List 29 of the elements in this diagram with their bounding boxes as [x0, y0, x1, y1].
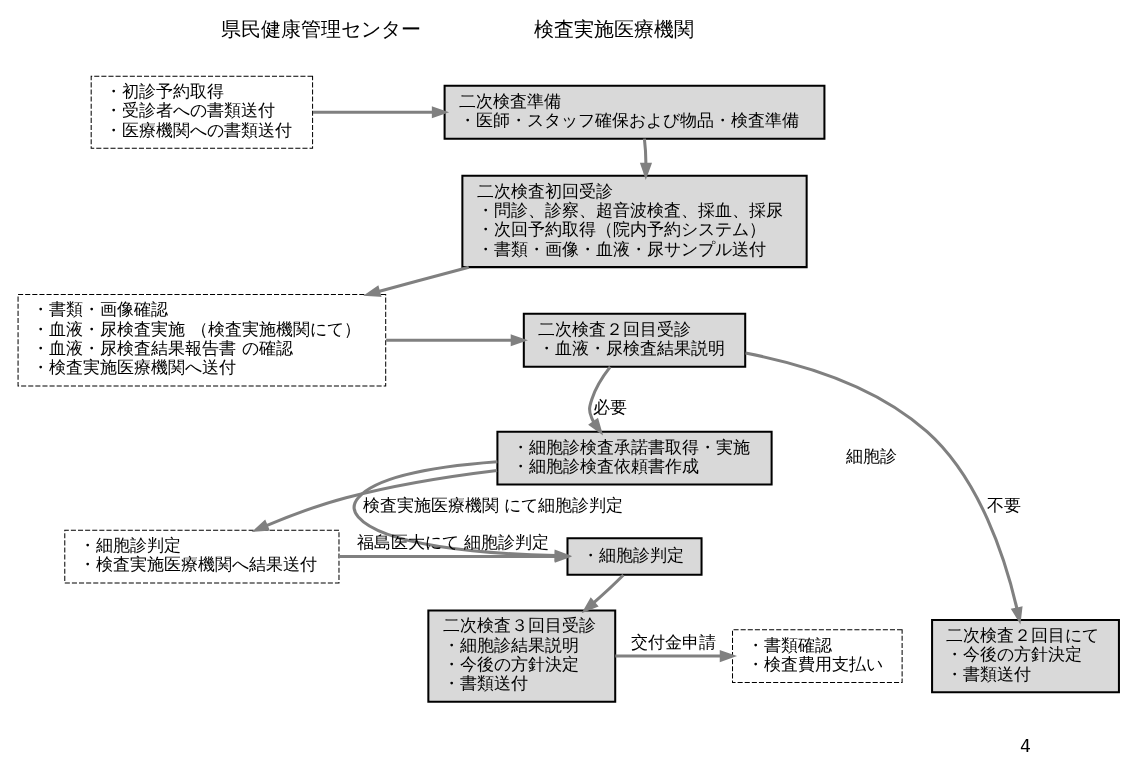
node-box: 二次検査準備 ・医師・スタッフ確保および物品・検査準備	[443, 84, 826, 140]
arrow	[745, 351, 1023, 625]
node-box: 二次検査２回目受診 ・血液・尿検査結果説明	[522, 312, 747, 368]
node-box: 二次検査３回目受診 ・細胞診結果説明 ・今後の方針決定 ・書類送付	[427, 609, 617, 703]
node-box: ・書類・画像確認 ・血液・尿検査実施 （検査実施機関にて） ・血液・尿検査結果報告書 の確認 ・検査実施医療機関へ送付	[17, 294, 387, 387]
node-box: ・初診予約取得 ・受診者への書類送付 ・医療機関への書類送付	[90, 75, 314, 149]
arrow	[639, 138, 652, 181]
arrow	[588, 366, 612, 436]
arrow	[581, 573, 625, 614]
arrow	[251, 468, 498, 532]
label: 細胞診	[845, 446, 897, 467]
node-box: ・細胞診判定	[566, 537, 703, 576]
edge-label: 福島医大にて 細胞診判定	[356, 532, 550, 553]
node-box: 二次検査２回目にて ・今後の方針決定 ・書類送付	[931, 619, 1120, 694]
arrow	[313, 106, 450, 119]
node-box: 二次検査初回受診 ・問診、診察、超音波検査、採血、採尿 ・次回予約取得（院内予約システム） ・書類・画像・血液・尿サンプル送付	[461, 174, 808, 269]
arrow	[363, 265, 470, 297]
label: 4	[1020, 735, 1031, 756]
edge-label: 交付金申請	[631, 631, 717, 652]
arrow	[386, 334, 528, 347]
edge-label: 必要	[592, 396, 627, 417]
node-box: ・書類確認 ・検査費用支払い	[732, 629, 903, 683]
edge-label: 検査実施医療機関 にて細胞診判定	[362, 495, 624, 516]
label: 検査実施医療機関	[534, 16, 695, 41]
label: 県民健康管理センター	[220, 16, 421, 41]
arrow	[615, 650, 738, 663]
node-box: ・細胞診検査承諾書取得・実施 ・細胞診検査依頼書作成	[496, 430, 773, 486]
node-box: ・細胞診判定 ・検査実施医療機関へ結果送付	[64, 529, 340, 584]
edge-label: 不要	[986, 495, 1021, 516]
